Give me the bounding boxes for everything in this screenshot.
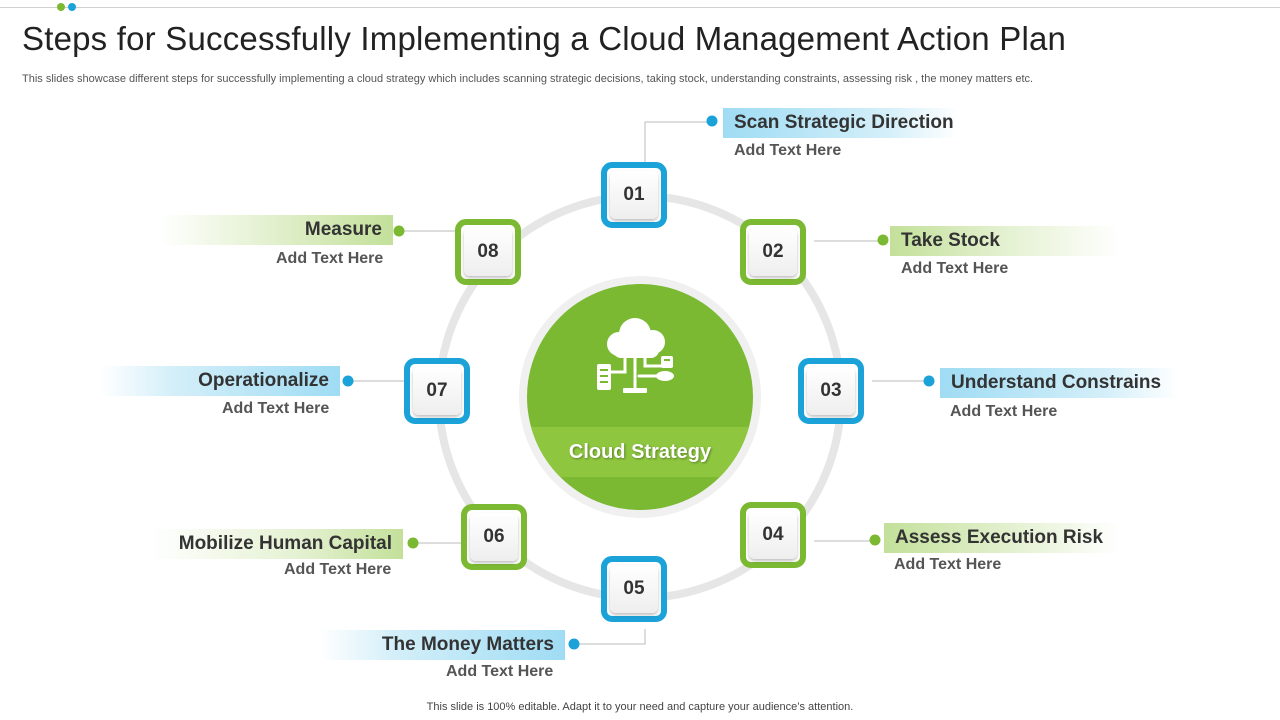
connector-05 [575,629,646,645]
step-text-05: Add Text Here [446,663,554,680]
connector-dot-06 [407,537,419,549]
step-node-03: 03 [798,358,864,424]
step-node-07: 07 [404,358,470,424]
step-node-01: 01 [601,162,667,228]
top-divider [0,7,1280,8]
step-text-02: Add Text Here [901,260,1009,277]
page-title: Steps for Successfully Implementing a Cl… [22,20,1067,57]
step-node-05: 05 [601,556,667,622]
step-node-06: 06 [461,504,527,570]
center-hub: Cloud Strategy [527,284,753,510]
step-title-07: Operationalize [100,366,340,396]
connector-dot-05 [568,638,580,650]
step-title-05: The Money Matters [320,630,565,660]
connector-dot-04 [869,534,881,546]
step-title-01: Scan Strategic Direction [723,108,958,138]
step-title-04: Assess Execution Risk [884,523,1120,553]
step-text-06: Add Text Here [284,561,392,578]
step-node-04: 04 [740,502,806,568]
step-number-08: 08 [464,228,512,276]
step-title-08: Measure [160,215,393,245]
center-label: Cloud Strategy [568,440,712,463]
step-text-03: Add Text Here [950,403,1058,420]
center-band [527,427,753,477]
step-title-06: Mobilize Human Capital [150,529,403,559]
step-number-02: 02 [749,228,797,276]
step-number-03: 03 [807,367,855,415]
step-number-06: 06 [470,513,518,561]
step-number-01: 01 [610,171,658,219]
connector-dot-02 [877,234,889,246]
connector-01 [644,121,707,165]
step-number-04: 04 [749,511,797,559]
step-node-08: 08 [455,219,521,285]
connector-dot-03 [923,375,935,387]
step-text-01: Add Text Here [734,142,842,159]
step-text-07: Add Text Here [222,400,330,417]
step-number-05: 05 [610,565,658,613]
accent-dot-blue [68,3,76,11]
page-subtitle: This slides showcase different steps for… [22,73,1034,85]
cloud-network-icon [597,318,674,393]
connector-dot-07 [342,375,354,387]
step-title-02: Take Stock [890,226,1120,256]
connector-dot-08 [393,225,405,237]
accent-dot-green [57,3,65,11]
step-text-08: Add Text Here [276,250,384,267]
step-node-02: 02 [740,219,806,285]
step-title-03: Understand Constrains [940,368,1178,398]
connector-dot-01 [706,115,718,127]
footer-note: This slide is 100% editable. Adapt it to… [426,701,854,713]
step-number-07: 07 [413,367,461,415]
step-text-04: Add Text Here [894,556,1002,573]
